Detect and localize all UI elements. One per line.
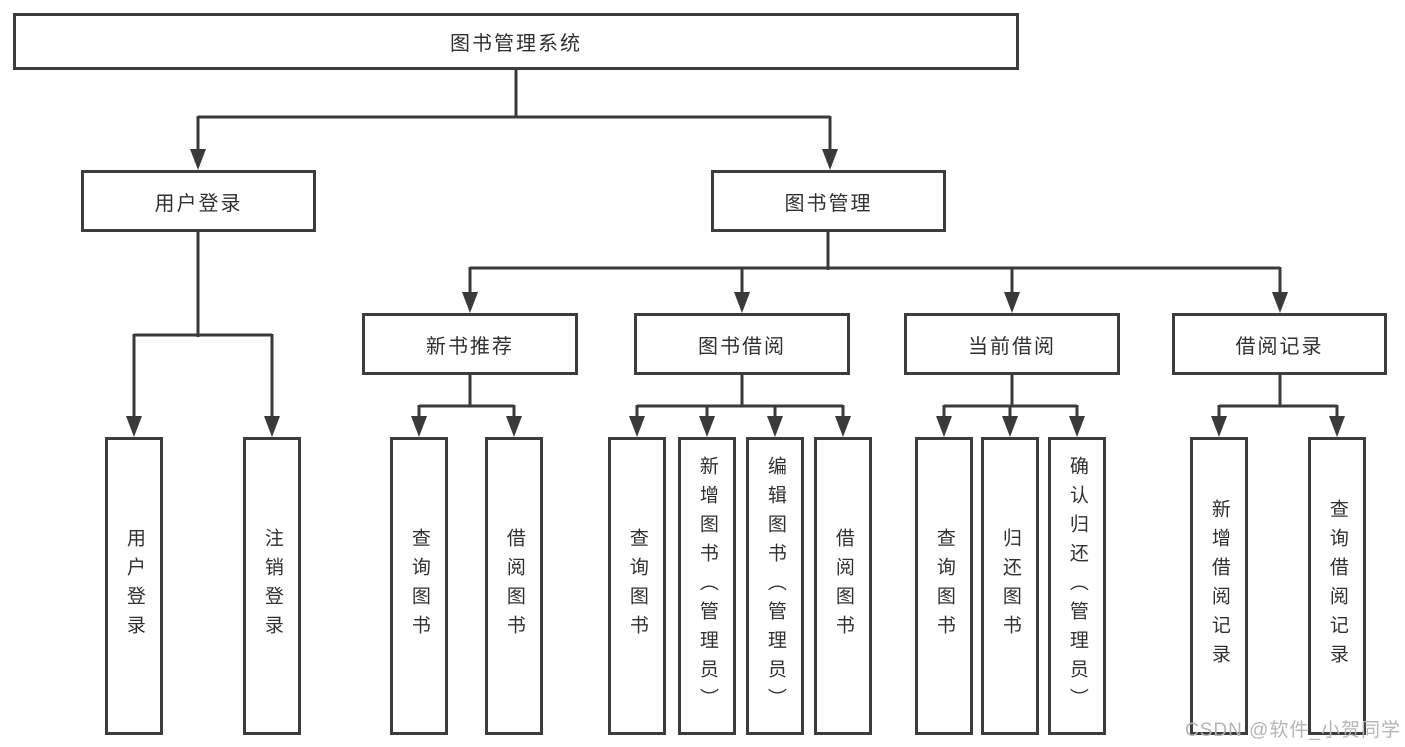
leaf-cb-query-books: 查询图书 <box>915 437 973 735</box>
node-user-login: 用户登录 <box>81 170 316 232</box>
leaf-nb-query-books: 查询图书 <box>390 437 448 735</box>
leaf-bb-add-books-admin-label: 新增图书（管理员） <box>696 455 718 717</box>
leaf-bb-borrow-books: 借阅图书 <box>814 437 872 735</box>
leaf-bb-edit-books-admin: 编辑图书（管理员） <box>746 437 804 735</box>
leaf-logout-label: 注销登录 <box>261 528 283 644</box>
node-book-borrowing-label: 图书借阅 <box>698 335 786 358</box>
node-current-borrowing: 当前借阅 <box>904 313 1120 375</box>
node-book-management-label: 图书管理 <box>784 192 873 215</box>
leaf-bb-query-books-label: 查询图书 <box>626 528 648 644</box>
leaf-cb-return-books: 归还图书 <box>981 437 1039 735</box>
leaf-logout: 注销登录 <box>243 437 301 735</box>
leaf-br-query-record-label: 查询借阅记录 <box>1326 499 1348 673</box>
leaf-br-query-record: 查询借阅记录 <box>1308 437 1366 735</box>
leaf-bb-borrow-books-label: 借阅图书 <box>832 528 854 644</box>
leaf-nb-borrow-books: 借阅图书 <box>485 437 543 735</box>
leaf-nb-borrow-books-label: 借阅图书 <box>503 528 525 644</box>
node-new-book-recommend-label: 新书推荐 <box>426 335 514 358</box>
leaf-cb-query-books-label: 查询图书 <box>933 528 955 644</box>
node-user-login-label: 用户登录 <box>154 192 243 215</box>
leaf-cb-return-books-label: 归还图书 <box>999 528 1021 644</box>
leaf-nb-query-books-label: 查询图书 <box>408 528 430 644</box>
leaf-bb-add-books-admin: 新增图书（管理员） <box>678 437 736 735</box>
leaf-br-add-record-label: 新增借阅记录 <box>1208 499 1230 673</box>
leaf-user-login: 用户登录 <box>105 437 163 735</box>
node-root-label: 图书管理系统 <box>450 33 582 55</box>
leaf-bb-query-books: 查询图书 <box>608 437 666 735</box>
node-current-borrowing-label: 当前借阅 <box>968 335 1056 358</box>
node-borrowing-records: 借阅记录 <box>1172 313 1387 375</box>
node-root: 图书管理系统 <box>13 13 1019 70</box>
node-new-book-recommend: 新书推荐 <box>362 313 578 375</box>
leaf-cb-confirm-return-admin-label: 确认归还（管理员） <box>1066 455 1088 717</box>
leaf-user-login-label: 用户登录 <box>123 528 145 644</box>
node-borrowing-records-label: 借阅记录 <box>1235 335 1324 358</box>
node-book-management: 图书管理 <box>711 170 946 232</box>
leaf-br-add-record: 新增借阅记录 <box>1190 437 1248 735</box>
node-book-borrowing: 图书借阅 <box>634 313 850 375</box>
leaf-cb-confirm-return-admin: 确认归还（管理员） <box>1048 437 1106 735</box>
csdn-watermark: CSDN @软件_小贺同学 <box>1185 720 1401 741</box>
leaf-bb-edit-books-admin-label: 编辑图书（管理员） <box>764 455 786 717</box>
